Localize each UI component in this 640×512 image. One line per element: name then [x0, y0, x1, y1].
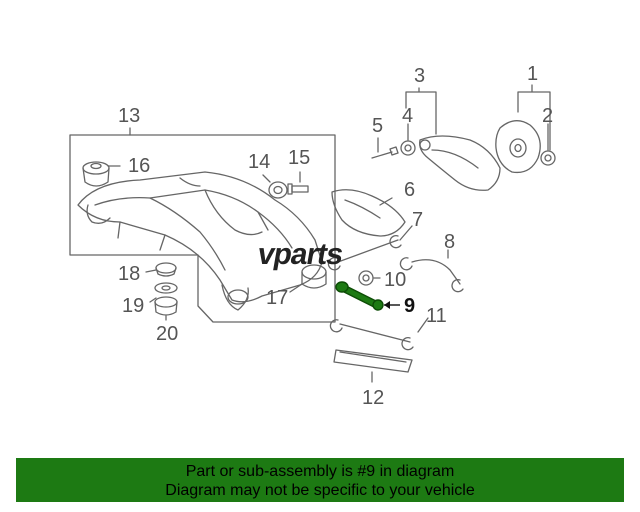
banner-line-2: Diagram may not be specific to your vehi… — [165, 482, 475, 499]
callout-15[interactable]: 15 — [288, 147, 311, 169]
callout-2[interactable]: 2 — [542, 105, 554, 127]
callout-17[interactable]: 17 — [266, 287, 289, 309]
leader-9-arrow — [384, 301, 390, 309]
link-8 — [399, 257, 464, 293]
bushing-14 — [268, 181, 288, 199]
highlighted-part-9 — [335, 281, 384, 311]
callout-9[interactable]: 9 — [404, 295, 416, 317]
vparts-watermark: vparts — [255, 238, 346, 271]
callout-20[interactable]: 20 — [156, 323, 179, 345]
callout-1[interactable]: 1 — [527, 63, 539, 85]
callout-6[interactable]: 6 — [404, 179, 416, 201]
control-arm-3 — [419, 135, 501, 191]
callout-19[interactable]: 19 — [122, 295, 145, 317]
subframe-group-outline — [69, 134, 336, 323]
bushing-10 — [358, 270, 374, 286]
mount-18 — [155, 262, 177, 277]
bushing-4 — [400, 140, 416, 156]
bushing-2 — [540, 150, 556, 166]
callout-14[interactable]: 14 — [248, 151, 271, 173]
bar-12 — [333, 349, 413, 373]
rear-subframe — [77, 171, 323, 311]
callout-7[interactable]: 7 — [412, 209, 424, 231]
callout-5[interactable]: 5 — [372, 115, 384, 137]
callout-4[interactable]: 4 — [402, 105, 414, 127]
bolt-5 — [371, 146, 399, 159]
callout-16[interactable]: 16 — [128, 155, 151, 177]
mount-19 — [154, 282, 178, 294]
shield-6 — [331, 189, 406, 237]
leader-lines — [107, 84, 551, 383]
knuckle-1 — [495, 120, 541, 174]
banner-line-1: Part or sub-assembly is #9 in diagram — [185, 463, 455, 480]
callout-8[interactable]: 8 — [444, 231, 456, 253]
link-11 — [329, 319, 414, 351]
mount-20 — [154, 296, 178, 316]
mount-16 — [82, 161, 110, 187]
callout-3[interactable]: 3 — [414, 65, 426, 87]
link-7 — [327, 235, 402, 271]
bolt-15 — [287, 183, 309, 195]
callout-11[interactable]: 11 — [426, 305, 447, 327]
callout-18[interactable]: 18 — [118, 263, 141, 285]
callout-13[interactable]: 13 — [118, 105, 141, 127]
callout-10[interactable]: 10 — [384, 269, 407, 291]
callout-12[interactable]: 12 — [362, 387, 385, 409]
info-banner: Part or sub-assembly is #9 in diagram Di… — [16, 458, 624, 502]
